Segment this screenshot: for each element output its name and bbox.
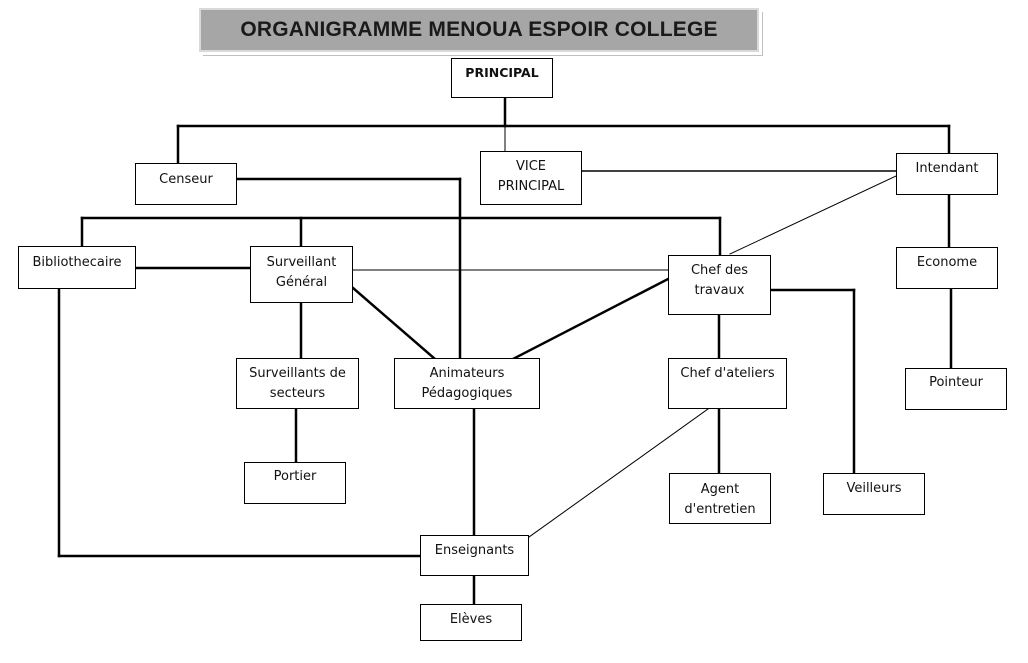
node-chef-ateliers: Chef d'ateliers <box>668 358 787 409</box>
node-eleves-label: Elèves <box>449 612 493 627</box>
node-veilleurs: Veilleurs <box>823 473 925 515</box>
line-chef-travaux-animateurs <box>511 277 670 361</box>
node-econome-label: Econome <box>916 255 978 270</box>
node-agent-entretien-label: Agent d'entretien <box>684 482 756 517</box>
node-surveillant-general: Surveillant Général <box>250 246 353 303</box>
node-pointeur-label: Pointeur <box>929 375 983 390</box>
node-censeur-label: Censeur <box>159 172 213 187</box>
node-eleves: Elèves <box>420 604 522 641</box>
node-surveillants-secteurs: Surveillants de secteurs <box>236 358 359 409</box>
node-animateurs-pedagogiques: Animateurs Pédagogiques <box>394 358 540 409</box>
node-enseignants: Enseignants <box>420 535 529 576</box>
node-portier: Portier <box>244 462 346 504</box>
line-intendant-chef-travaux <box>729 175 897 255</box>
node-chef-ateliers-label: Chef d'ateliers <box>680 366 775 381</box>
line-ateliers-enseignants <box>528 408 709 538</box>
node-pointeur: Pointeur <box>905 368 1007 410</box>
node-chef-des-travaux: Chef des travaux <box>668 255 771 315</box>
node-censeur: Censeur <box>135 163 237 205</box>
node-chef-des-travaux-label: Chef des travaux <box>690 263 749 298</box>
node-agent-entretien: Agent d'entretien <box>669 473 771 524</box>
node-intendant: Intendant <box>896 153 998 195</box>
node-econome: Econome <box>896 247 998 289</box>
node-bibliothecaire: Bibliothecaire <box>18 246 136 289</box>
node-vice-principal: VICE PRINCIPAL <box>480 151 582 205</box>
node-principal: PRINCIPAL <box>451 58 553 98</box>
node-veilleurs-label: Veilleurs <box>846 481 902 496</box>
chart-title: ORGANIGRAMME MENOUA ESPOIR COLLEGE <box>199 8 759 52</box>
node-surveillant-general-label: Surveillant Général <box>266 255 337 290</box>
node-animateurs-pedagogiques-label: Animateurs Pédagogiques <box>421 366 513 401</box>
node-principal-label: PRINCIPAL <box>465 65 539 80</box>
node-surveillants-secteurs-label: Surveillants de secteurs <box>249 366 346 401</box>
node-intendant-label: Intendant <box>915 161 979 176</box>
node-vice-principal-label: VICE PRINCIPAL <box>497 159 565 194</box>
line-surveillant-animateurs <box>351 286 437 361</box>
node-enseignants-label: Enseignants <box>434 543 515 558</box>
node-bibliothecaire-label: Bibliothecaire <box>32 255 122 270</box>
node-portier-label: Portier <box>273 469 317 484</box>
